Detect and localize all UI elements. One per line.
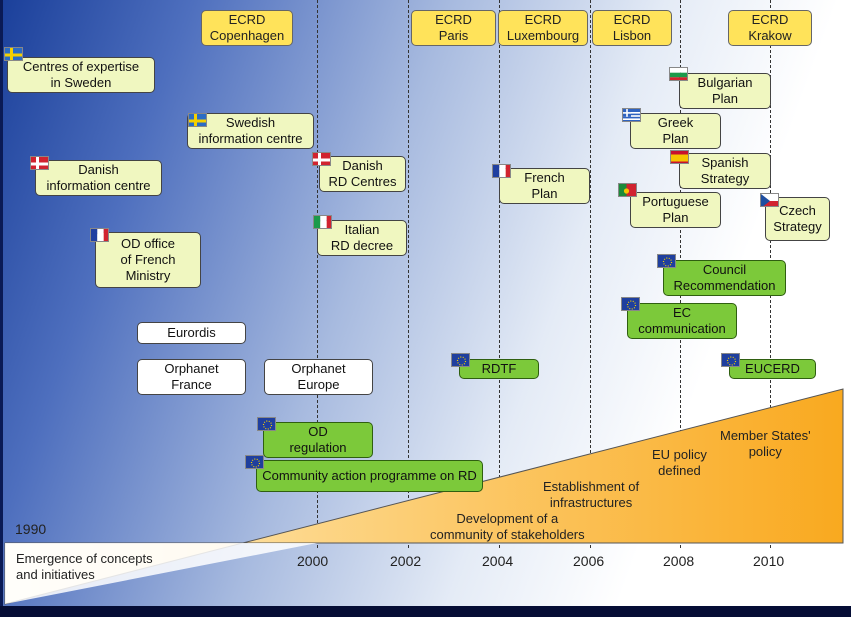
bulgarian-plan: Bulgarian Plan bbox=[679, 73, 771, 109]
eu-flag-icon-2 bbox=[621, 297, 640, 311]
france-flag-icon-2 bbox=[492, 164, 511, 178]
orphanet-europe: Orphanet Europe bbox=[264, 359, 373, 395]
ecrd-luxembourg: ECRD Luxembourg bbox=[498, 10, 588, 46]
phase-development: Development of a community of stakeholde… bbox=[430, 511, 585, 542]
spain-flag-icon bbox=[670, 150, 689, 164]
danish-information-centre: Danish information centre bbox=[35, 160, 162, 196]
year-2004: 2004 bbox=[482, 553, 514, 569]
frame-bottom-border bbox=[0, 606, 851, 617]
year-2006: 2006 bbox=[573, 553, 605, 569]
ecrd-paris: ECRD Paris bbox=[411, 10, 496, 46]
sweden-flag-icon-2 bbox=[188, 113, 207, 127]
year-line-2004 bbox=[499, 0, 500, 548]
phase-eu-policy: EU policy defined bbox=[652, 447, 707, 478]
eu-flag-icon-6 bbox=[245, 455, 264, 469]
rdtf: RDTF bbox=[459, 359, 539, 379]
france-flag-icon bbox=[90, 228, 109, 242]
portugal-flag-icon bbox=[618, 183, 637, 197]
phase-emergence: Emergence of concepts and initiatives bbox=[16, 551, 153, 582]
ecrd-copenhagen: ECRD Copenhagen bbox=[201, 10, 293, 46]
eu-flag-icon-4 bbox=[721, 353, 740, 367]
greece-flag-icon bbox=[622, 108, 641, 122]
danish-rd-centres: Danish RD Centres bbox=[319, 156, 406, 192]
sweden-expertise-centres: Centres of expertise in Sweden bbox=[7, 57, 155, 93]
ecrd-lisbon: ECRD Lisbon bbox=[592, 10, 672, 46]
year-2002: 2002 bbox=[390, 553, 422, 569]
greek-plan: Greek Plan bbox=[630, 113, 721, 149]
community-action-programme: Community action programme on RD bbox=[256, 460, 483, 492]
year-line-2006 bbox=[590, 0, 591, 548]
french-plan: French Plan bbox=[499, 168, 590, 204]
ecrd-krakow: ECRD Krakow bbox=[728, 10, 812, 46]
czech-flag-icon bbox=[760, 193, 779, 207]
spanish-strategy: Spanish Strategy bbox=[679, 153, 771, 189]
bulgaria-flag-icon bbox=[669, 67, 688, 81]
sweden-flag-icon bbox=[4, 47, 23, 61]
phase-infrastructures: Establishment of infrastructures bbox=[543, 479, 640, 510]
year-2008: 2008 bbox=[663, 553, 695, 569]
frame-left-border bbox=[0, 0, 3, 617]
italian-rd-decree: Italian RD decree bbox=[317, 220, 407, 256]
ec-communication: EC communication bbox=[627, 303, 737, 339]
year-2010: 2010 bbox=[753, 553, 785, 569]
eucerd: EUCERD bbox=[729, 359, 816, 379]
year-line-2002 bbox=[408, 0, 409, 548]
year-line-2000 bbox=[317, 0, 318, 548]
phase-member-states: Member States' policy bbox=[720, 428, 811, 459]
eu-flag-icon-3 bbox=[451, 353, 470, 367]
french-od-office: OD office of French Ministry bbox=[95, 232, 201, 288]
italy-flag-icon bbox=[313, 215, 332, 229]
od-regulation: OD regulation bbox=[263, 422, 373, 458]
denmark-flag-icon-2 bbox=[312, 152, 331, 166]
eu-flag-icon-5 bbox=[257, 417, 276, 431]
year-2000: 2000 bbox=[297, 553, 329, 569]
year-1990: 1990 bbox=[15, 521, 47, 537]
eu-flag-icon bbox=[657, 254, 676, 268]
swedish-information-centre: Swedish information centre bbox=[187, 113, 314, 149]
portuguese-plan: Portuguese Plan bbox=[630, 192, 721, 228]
eurordis: Eurordis bbox=[137, 322, 246, 344]
council-recommendation: Council Recommendation bbox=[663, 260, 786, 296]
denmark-flag-icon bbox=[30, 156, 49, 170]
orphanet-france: Orphanet France bbox=[137, 359, 246, 395]
